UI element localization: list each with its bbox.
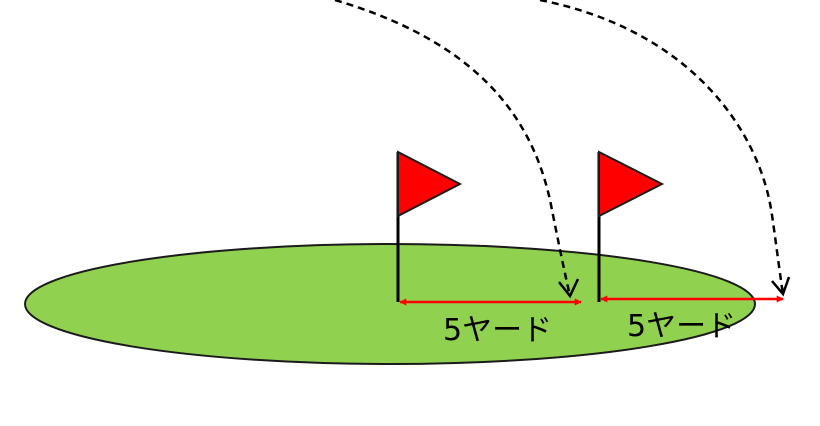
trajectory-arrowhead-right (771, 276, 791, 297)
distance-label-right: 5ヤード (627, 309, 736, 344)
ball-trajectory-left (334, 0, 572, 297)
flag-pennant-right (598, 150, 665, 218)
distance-label-left: 5ヤード (443, 313, 552, 348)
flag-pennant-left (397, 150, 463, 218)
putting-green (24, 243, 756, 365)
trajectory-arrowhead-left (558, 278, 580, 299)
ball-trajectory-right (539, 0, 785, 295)
flag-left (396, 150, 463, 302)
flag-right (597, 150, 665, 302)
